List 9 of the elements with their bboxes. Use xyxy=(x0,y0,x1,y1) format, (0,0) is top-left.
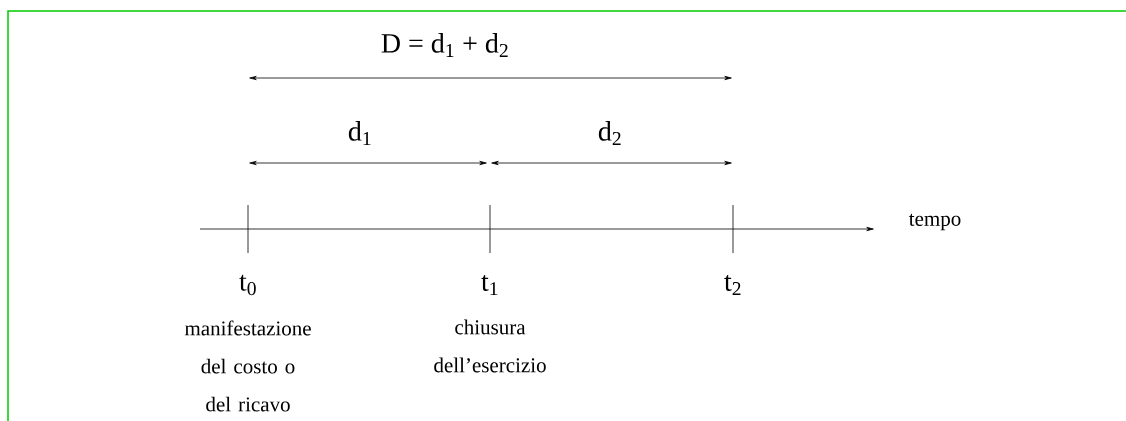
text-label: chiusura dell’esercizio xyxy=(434,319,546,373)
text-label: D = d$_{1}$ + d$_{2}$ xyxy=(381,33,508,57)
text-label: d$_{2}$ xyxy=(598,121,621,145)
text-label: t$_{2}$ xyxy=(724,274,741,296)
text-label: t$_{0}$ xyxy=(239,274,256,296)
text-label: t$_{1}$ xyxy=(481,274,498,296)
text-label: d$_{1}$ xyxy=(348,121,371,145)
text-label: tempo xyxy=(908,213,961,231)
text-label: manifestazione del costo o del ricavo xyxy=(184,320,311,412)
